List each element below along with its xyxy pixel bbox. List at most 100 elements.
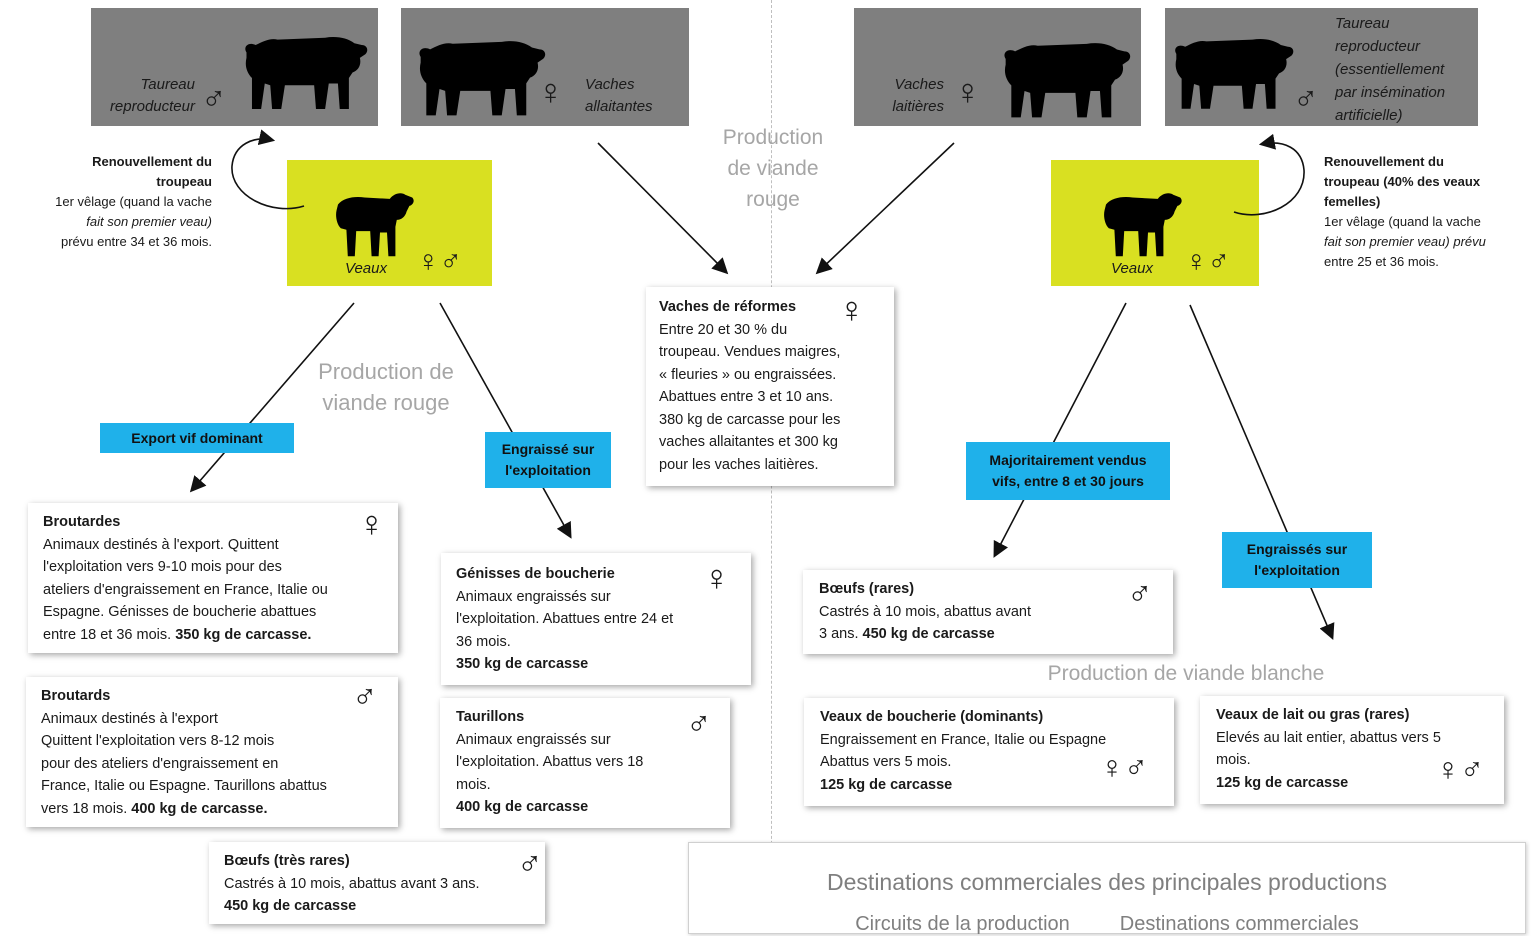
male-symbol: ♂: [1127, 575, 1153, 613]
taureau-label: Taureau reproducteur: [110, 74, 196, 118]
renew-left-line-1: 1er vêlage (quand la vache: [55, 194, 212, 209]
tag-engraisses: Engraissés sur l'exploitation: [1222, 532, 1372, 588]
card-taurillons: Taurillons Animaux engraissés sur l'expl…: [440, 698, 730, 828]
tag-majo-line-2: vifs, entre 8 et 30 jours: [992, 473, 1144, 489]
broutards-carcasse: 400 kg de carcasse.: [131, 800, 268, 817]
box-veaux-left: Veaux ♀♂: [287, 160, 492, 286]
taureau-label-1: Taureau: [140, 76, 196, 93]
taurillons-line-1: Animaux engraissés sur: [456, 731, 611, 748]
female-symbol: ♀: [703, 557, 730, 598]
broutards-line-4: France, Italie ou Espagne. Taurillons ab…: [41, 778, 327, 794]
center-production-title: Production de viande rouge: [708, 122, 838, 215]
card-veaux-lait: Veaux de lait ou gras (rares) Elevés au …: [1200, 696, 1504, 804]
tag-export-vif: Export vif dominant: [100, 423, 294, 453]
boeufs-r-line: Castrés à 10 mois, abattus avant: [819, 603, 1031, 620]
left-production-title: Production de viande rouge: [300, 356, 472, 418]
destinations-title: Destinations commerciales des principale…: [827, 869, 1387, 895]
destinations-subtitle: Circuits de la production Destinations c…: [855, 913, 1359, 935]
female-male-symbol: ♀♂: [417, 245, 462, 278]
box-vaches-allaitantes: ♀ Vaches allaitantes: [401, 8, 689, 126]
arrow-vaches-to-reformes: [597, 142, 729, 275]
veaux-left-label: Veaux: [345, 260, 387, 277]
card-vaches-reformes: Vaches de réformes Entre 20 et 30 % du t…: [646, 287, 894, 486]
female-symbol: ♀: [537, 71, 564, 112]
taurillons-title: Taurillons: [456, 709, 525, 725]
female-symbol: ♀: [358, 503, 385, 544]
left-title-line-2: viande rouge: [322, 390, 450, 415]
center-title-line-3: rouge: [746, 188, 800, 211]
boeufs-r-last: 3 ans.: [819, 626, 859, 642]
broutardes-line-4: Espagne. Génisses de boucherie abattues: [43, 604, 317, 620]
veaux-lait-carcasse: 125 kg de carcasse: [1216, 774, 1349, 791]
arrow-veaux-to-export: [189, 302, 355, 493]
renew-right-bold-1: Renouvellement du: [1324, 154, 1444, 169]
card-veaux-boucherie: Veaux de boucherie (dominants) Engraisse…: [804, 698, 1174, 806]
taureau-label-2: reproducteur: [109, 98, 195, 115]
veaux-right-label: Veaux: [1111, 260, 1153, 277]
taureau-ia-label-1: Taureau: [1335, 15, 1390, 32]
boeufs-tr-line: Castrés à 10 mois, abattus avant 3 ans.: [224, 875, 480, 892]
vaches-laitieres-label: Vaches laitières: [878, 74, 944, 118]
renew-left-bold-2: troupeau: [156, 174, 212, 189]
veaux-bouch-carcasse: 125 kg de carcasse: [820, 776, 953, 793]
broutards-last: vers 18 mois.: [41, 800, 128, 817]
broutardes-line-2: l'exploitation vers 9-10 mois pour des: [43, 559, 282, 575]
reformes-line-7: pour les vaches laitières.: [659, 456, 819, 473]
broutardes-line-1: Animaux destinés à l'export. Quittent: [43, 536, 279, 553]
veaux-lait-title: Veaux de lait ou gras (rares): [1216, 707, 1410, 723]
left-title-line-1: Production de: [318, 359, 454, 384]
genisses-line-1: Animaux engraissés sur: [456, 588, 611, 605]
broutardes-carcasse: 350 kg de carcasse.: [175, 626, 312, 643]
card-boeufs-rares: Bœufs (rares) Castrés à 10 mois, abattus…: [803, 570, 1173, 654]
male-symbol: ♂: [201, 80, 227, 118]
boeufs-r-title: Bœufs (rares): [819, 581, 915, 597]
boeufs-r-line-3: 3 ans. 450 kg de carcasse: [819, 623, 1173, 646]
renew-right-line-2: fait son premier veau) prévu: [1324, 234, 1486, 249]
tag-engraisse-line-2: l'exploitation: [505, 462, 591, 478]
male-symbol: ♂: [1293, 80, 1319, 118]
female-symbol: ♀: [838, 289, 865, 330]
boeufs-tr-title: Bœufs (très rares): [224, 853, 350, 869]
boeufs-r-carcasse: 450 kg de carcasse: [862, 626, 995, 642]
viande-blanche-title: Production de viande blanche: [1047, 662, 1325, 685]
box-veaux-right: Veaux ♀♂: [1051, 160, 1259, 286]
tag-engraisses-line-1: Engraissés sur: [1246, 541, 1348, 557]
card-broutards: Broutards Animaux destinés à l'export Qu…: [26, 677, 398, 827]
renew-right-note: Renouvellement du troupeau (40% des veau…: [1324, 152, 1530, 272]
tag-engraisse: Engraissé sur l'exploitation: [485, 432, 611, 488]
destinations-panel: Destinations commerciales des principale…: [688, 842, 1526, 935]
taurillons-line-2: l'exploitation. Abattus vers 18: [456, 754, 644, 770]
vaches-laitieres-label-1: Vaches: [894, 76, 944, 93]
renew-right-bold-2: troupeau (40% des veaux: [1324, 174, 1481, 189]
renew-right-line-1: 1er vêlage (quand la vache: [1324, 214, 1481, 229]
taurillons-carcasse: 400 kg de carcasse: [456, 799, 589, 815]
veaux-bouch-line-1: Engraissement en France, Italie ou Espag…: [820, 731, 1107, 748]
taureau-ia-label: Taureau reproducteur (essentiellement pa…: [1335, 12, 1445, 127]
card-broutardes: Broutardes Animaux destinés à l'export. …: [28, 503, 398, 653]
broutards-line-1: Animaux destinés à l'export: [41, 710, 218, 727]
broutardes-line-3: ateliers d'engraissement en France, Ital…: [43, 581, 328, 598]
card-genisses: Génisses de boucherie Animaux engraissés…: [441, 553, 751, 685]
female-symbol: ♀: [954, 71, 981, 112]
broutards-line-5: vers 18 mois. 400 kg de carcasse.: [41, 798, 398, 821]
male-symbol: ♂: [352, 678, 378, 716]
reformes-line-1: Entre 20 et 30 % du: [659, 321, 788, 338]
female-male-symbol: ♀♂: [1100, 749, 1148, 785]
box-taureau-right: ♂ Taureau reproducteur (essentiellement …: [1165, 8, 1478, 126]
tag-majo-line-1: Majoritairement vendus: [989, 452, 1147, 468]
box-vaches-laitieres: Vaches laitières ♀: [854, 8, 1141, 126]
genisses-title: Génisses de boucherie: [456, 566, 615, 582]
arrow-renew-left: [231, 129, 305, 210]
renew-right-bold-3: femelles): [1324, 194, 1381, 209]
broutards-title: Broutards: [41, 688, 111, 704]
reformes-title: Vaches de réformes: [659, 299, 797, 315]
genisses-line-3: 36 mois.: [456, 633, 511, 650]
veaux-lait-line-1: Elevés au lait entier, abattus vers 5: [1216, 729, 1441, 746]
tag-engraisses-line-2: l'exploitation: [1254, 562, 1340, 578]
reformes-line-6: vaches allaitantes et 300 kg: [659, 434, 838, 450]
center-title-line-2: de viande: [727, 157, 819, 180]
arrow-veaux-to-engraisse: [439, 302, 572, 539]
renew-left-line-3: prévu entre 34 et 36 mois.: [60, 234, 212, 249]
renew-left-note: Renouvellement du troupeau 1er vêlage (q…: [20, 152, 212, 252]
broutardes-title: Broutardes: [43, 514, 121, 530]
